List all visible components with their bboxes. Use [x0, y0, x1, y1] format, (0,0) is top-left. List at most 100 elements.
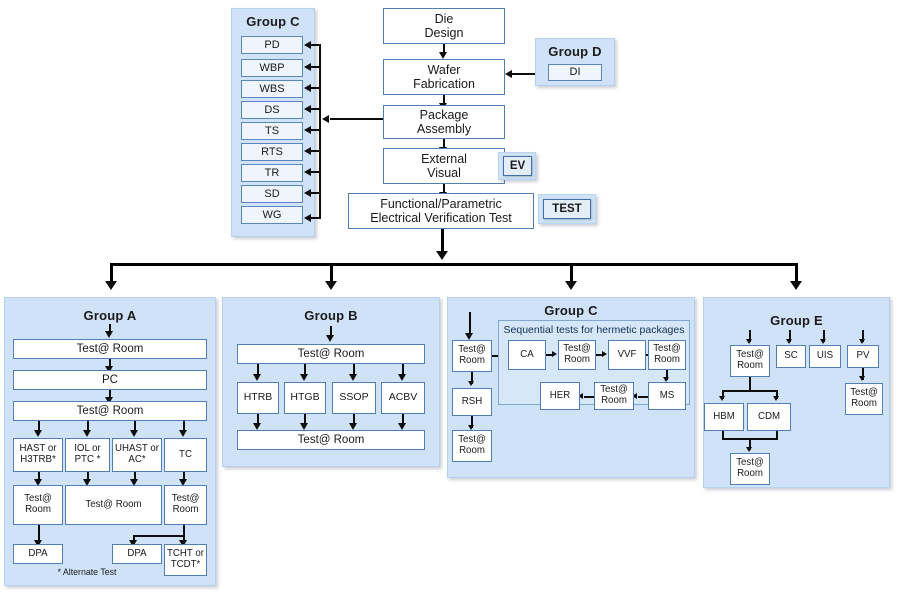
group-c-item-ds[interactable]: DS	[241, 101, 303, 119]
flow-electrical-test[interactable]: Functional/Parametric Electrical Verific…	[348, 193, 534, 229]
gc-r2b-l1: Test@	[600, 384, 628, 396]
group-c-seq-ca[interactable]: CA	[508, 340, 546, 370]
feed-pd-arrow	[304, 41, 311, 49]
gc-t3-to-her	[584, 396, 594, 398]
flow-package-assembly[interactable]: Package Assembly	[383, 105, 505, 139]
group-a-stage2-pc[interactable]: PC	[13, 370, 207, 390]
external-line2: Visual	[427, 166, 461, 180]
feed-ts-arrow	[304, 126, 311, 134]
group-c-item-rts[interactable]: RTS	[241, 143, 303, 161]
group-c-seq-vvf[interactable]: VVF	[608, 340, 646, 370]
dist-branch-b	[330, 263, 333, 285]
die-to-wafer-arrow	[439, 52, 447, 59]
ga-dpa-left-line	[38, 525, 40, 543]
ge-merge-left	[722, 431, 724, 440]
group-b-test-ssop[interactable]: SSOP	[332, 382, 376, 414]
ev-badge[interactable]: EV	[503, 156, 532, 176]
group-e-test-pv[interactable]: PV	[847, 345, 879, 368]
group-c-bus-line	[319, 44, 321, 219]
group-c-item-sd[interactable]: SD	[241, 185, 303, 203]
test-badge[interactable]: TEST	[543, 199, 591, 219]
feed-rts-arrow	[304, 147, 311, 155]
wafer-line1: Wafer	[427, 63, 461, 77]
group-a-post-mid[interactable]: Test@ Room	[65, 485, 162, 525]
group-a-final-tcht[interactable]: TCHT or TCDT*	[164, 544, 207, 576]
group-a-branch-tc[interactable]: TC	[164, 438, 207, 472]
group-a-title-arrow	[105, 331, 113, 338]
group-b-test-htgb[interactable]: HTGB	[284, 382, 326, 414]
ga-b2-l1: IOL or	[74, 443, 101, 455]
gc-left-l1-l2	[471, 372, 473, 384]
group-c-left-test1[interactable]: Test@ Room	[452, 340, 492, 372]
group-e-test-room[interactable]: Test@ Room	[730, 345, 770, 377]
gb-br2-line	[304, 364, 306, 376]
ga-tcht-l2: TCDT*	[170, 559, 201, 570]
group-a-stage3[interactable]: Test@ Room	[13, 401, 207, 421]
group-c-seq-test3[interactable]: Test@ Room	[594, 382, 634, 410]
group-a-post-right[interactable]: Test@ Room	[164, 485, 207, 525]
feed-wbp	[311, 66, 321, 68]
external-line1: External	[421, 152, 467, 166]
gb-out2-arrow	[300, 423, 308, 430]
group-b-test-htrb[interactable]: HTRB	[237, 382, 279, 414]
ga-pl-l2: Room	[25, 504, 51, 515]
group-a-stage1[interactable]: Test@ Room	[13, 339, 207, 359]
group-c-seq-ms[interactable]: MS	[648, 382, 686, 410]
gc-left-l2-l3	[471, 416, 473, 428]
feed-wbs	[311, 87, 321, 89]
group-b-stage1[interactable]: Test@ Room	[237, 344, 425, 364]
feed-ds-arrow	[304, 105, 311, 113]
flow-die-design[interactable]: Die Design	[383, 8, 505, 44]
group-a-title: Group A	[83, 308, 137, 323]
feed-tr-arrow	[304, 168, 311, 176]
group-e-test-sc[interactable]: SC	[776, 345, 806, 368]
group-e-cdm[interactable]: CDM	[747, 403, 791, 431]
group-c-item-tr[interactable]: TR	[241, 164, 303, 182]
ga-br2-line	[87, 421, 89, 432]
group-c-seq-her[interactable]: HER	[540, 382, 580, 410]
group-e-test-uis[interactable]: UIS	[809, 345, 841, 368]
gc-r1b-l2: Room	[564, 354, 590, 365]
group-e-esd-result[interactable]: Test@ Room	[730, 453, 770, 485]
wafer-groupd-arrow-left	[505, 70, 512, 78]
ge-esdr-l1: Test@	[736, 457, 764, 469]
group-c-item-wbs[interactable]: WBS	[241, 80, 303, 98]
gb-br1-arrow	[253, 374, 261, 381]
group-e-pv-result[interactable]: Test@ Room	[845, 383, 883, 415]
group-a-s2-s3-line	[109, 390, 111, 399]
group-a-branch-hast[interactable]: HAST or H3TRB*	[13, 438, 63, 472]
group-c-item-pd[interactable]: PD	[241, 36, 303, 54]
group-c-item-wg[interactable]: WG	[241, 206, 303, 224]
flow-wafer-fabrication[interactable]: Wafer Fabrication	[383, 59, 505, 95]
group-c-item-wbp[interactable]: WBP	[241, 59, 303, 77]
gc-r2b-l2: Room	[601, 395, 627, 406]
group-b-stage2[interactable]: Test@ Room	[237, 430, 425, 450]
group-c-left-rsh[interactable]: RSH	[452, 388, 492, 416]
group-c-item-ts[interactable]: TS	[241, 122, 303, 140]
group-b-test-acbv[interactable]: ACBV	[381, 382, 425, 414]
group-a-branch-iol[interactable]: IOL or PTC *	[65, 438, 110, 472]
package-to-groupc-arrow	[322, 115, 329, 123]
gb-br3-arrow	[349, 374, 357, 381]
ge-pvr-l1: Test@	[850, 387, 878, 399]
ga-br1-line	[38, 421, 40, 432]
group-a-post-left[interactable]: Test@ Room	[13, 485, 63, 525]
group-d-item-di[interactable]: DI	[548, 64, 602, 81]
gc-left-l1-l2-arrow	[468, 381, 474, 386]
ge-in3-line	[823, 330, 825, 342]
group-c-seq-test1[interactable]: Test@ Room	[558, 340, 596, 370]
group-c-left-test2[interactable]: Test@ Room	[452, 430, 492, 462]
gc-r1d-l1: Test@	[653, 343, 681, 355]
gc-ms-to-t3	[638, 396, 648, 398]
gc-ca-to-t1	[546, 354, 554, 356]
group-a-final-dpa-mid[interactable]: DPA	[112, 544, 162, 564]
group-a-branch-uhast[interactable]: UHAST or AC*	[112, 438, 162, 472]
group-e-hbm[interactable]: HBM	[704, 403, 744, 431]
dist-branch-a-arrow	[105, 281, 117, 290]
flow-external-visual[interactable]: External Visual	[383, 148, 505, 184]
group-c-seq-test2[interactable]: Test@ Room	[648, 340, 686, 370]
group-a-final-dpa-left[interactable]: DPA	[13, 544, 63, 564]
ge-split-drop	[749, 377, 751, 391]
die-to-wafer-line	[443, 44, 445, 53]
package-line2: Assembly	[416, 122, 472, 136]
